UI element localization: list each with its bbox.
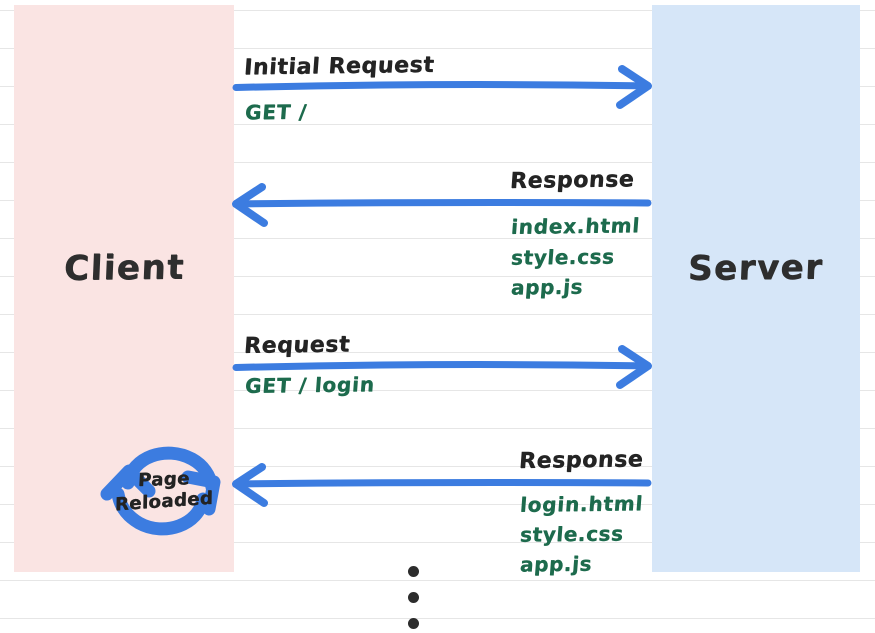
page-reloaded-line-1: Page [137, 468, 191, 491]
message-payload-login-response-1: style.css [519, 521, 625, 547]
arrow-head-initial-request [616, 65, 652, 109]
continuation-ellipsis [408, 566, 419, 629]
page-reloaded-line-2: Reloaded [114, 487, 214, 516]
message-title-first-response: Response [509, 167, 636, 194]
message-title-login-response: Response [518, 447, 645, 474]
message-payload-first-response-0: index.html [510, 213, 641, 239]
message-payload-login-request-0: GET / login [244, 372, 376, 398]
message-payload-first-response-1: style.css [510, 244, 616, 270]
arrow-head-login-response [232, 463, 268, 507]
arrow-head-first-response [232, 183, 268, 227]
page-reloaded-badge: Page Reloaded [98, 437, 230, 545]
message-title-login-request: Request [243, 332, 351, 359]
message-payload-first-response-2: app.js [510, 274, 584, 300]
lane-server-label: Server [687, 246, 825, 289]
arrow-shaft-login-request [232, 361, 652, 371]
rule-line [0, 618, 875, 619]
rule-line [0, 580, 875, 581]
message-title-initial-request: Initial Request [243, 52, 436, 81]
refresh-circle-icon [100, 446, 221, 536]
ellipsis-dot [408, 592, 419, 603]
message-payload-initial-request-0: GET / [244, 99, 308, 125]
ellipsis-dot [408, 566, 419, 577]
arrow-shaft-first-response [232, 198, 652, 208]
ellipsis-dot [408, 618, 419, 629]
message-payload-login-response-0: login.html [519, 491, 645, 517]
arrow-head-login-request [616, 345, 652, 389]
lane-client-label: Client [62, 246, 186, 289]
page-reloaded-text: Page Reloaded [98, 437, 230, 545]
lane-server: Server [652, 5, 860, 572]
arrow-shaft-initial-request [232, 81, 652, 91]
message-payload-login-response-2: app.js [519, 551, 593, 577]
arrow-shaft-login-response [232, 478, 652, 488]
